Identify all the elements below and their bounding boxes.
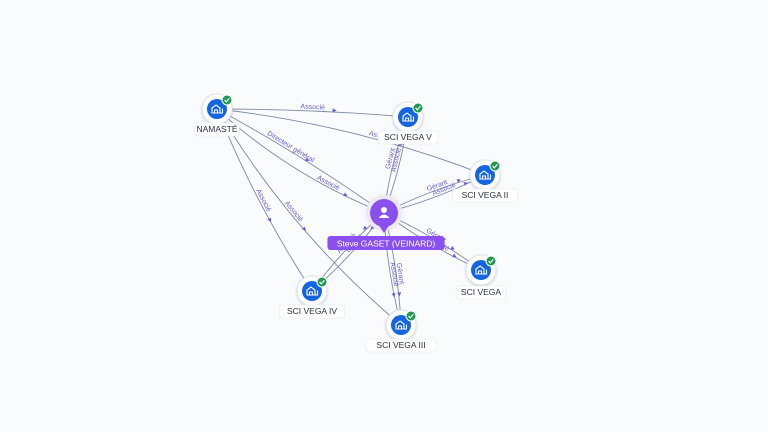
node-label-bg <box>455 285 507 300</box>
edge-arrow-icon <box>450 245 455 250</box>
company-node-vega2[interactable]: SCI VEGA II <box>452 159 518 203</box>
verified-check-icon <box>485 255 497 267</box>
node-fill <box>471 260 491 280</box>
edge-line <box>216 108 409 118</box>
person-node[interactable]: Steve GASET (VEINARD) <box>327 189 445 250</box>
node-label: SCI VEGA IV <box>287 306 337 316</box>
node-label-bg <box>194 122 240 137</box>
edge-arrow-icon <box>304 157 310 162</box>
person-label: Steve GASET (VEINARD) <box>337 239 436 249</box>
node-fill <box>302 281 322 301</box>
company-building-icon <box>395 320 408 330</box>
company-node-vega3[interactable]: SCI VEGA III <box>365 309 437 353</box>
edge-namaste-person[interactable]: Directeur général <box>216 108 385 214</box>
nodes-layer: NAMASTÉ SCI VEGA V SCI VEGA II SCI VEGA SCI … <box>194 93 518 353</box>
company-node-vega5[interactable]: SCI VEGA V <box>377 101 439 145</box>
edge-label: Associé <box>283 200 304 223</box>
verified-check-icon <box>221 94 233 106</box>
company-node-vega4[interactable]: SCI VEGA IV <box>279 275 345 319</box>
person-label-bg <box>327 236 445 250</box>
edge-arrow-icon <box>397 292 402 297</box>
company-building-icon <box>402 112 415 122</box>
edge-arrow-icon <box>463 182 468 186</box>
edge-label: Gérant <box>395 263 405 285</box>
edge-arrow-icon <box>332 108 337 113</box>
edge-line <box>216 108 385 214</box>
edge-line <box>216 108 402 326</box>
edges-layer: AssociéAssociéDirecteur généralAssociéAs… <box>216 103 486 326</box>
verified-check-icon <box>405 310 417 322</box>
node-label: SCI VEGA II <box>462 190 509 200</box>
verified-check-icon <box>316 276 328 288</box>
company-building-icon <box>211 104 224 114</box>
edge-label: Directeur général <box>266 130 316 164</box>
node-fill <box>207 99 227 119</box>
node-label-bg <box>365 338 437 353</box>
node-label: SCI VEGA III <box>376 340 425 350</box>
edge-arrow-icon <box>301 226 306 231</box>
verified-check-icon <box>412 102 424 114</box>
edge-arrow-icon <box>391 293 396 298</box>
edge-line <box>216 108 385 214</box>
node-label: SCI VEGA V <box>384 132 432 142</box>
person-icon <box>378 207 390 218</box>
company-node-namaste[interactable]: NAMASTÉ <box>194 93 240 137</box>
node-label-bg <box>377 130 439 145</box>
node-fill <box>475 165 495 185</box>
node-fill <box>398 107 418 127</box>
edge-namaste-person[interactable]: Associé <box>216 108 385 214</box>
edge-arrow-icon <box>452 253 457 258</box>
edge-label: Associé <box>388 262 399 287</box>
company-building-icon <box>475 265 488 275</box>
edge-arrow-icon <box>267 217 272 223</box>
verified-check-icon <box>489 160 501 172</box>
edge-arrow-icon <box>343 192 348 197</box>
company-building-icon <box>306 286 319 296</box>
node-label-bg <box>279 304 345 319</box>
edge-arrow-icon <box>456 179 462 183</box>
node-fill <box>391 315 411 335</box>
node-label: NAMASTÉ <box>196 124 237 134</box>
edge-label: Associé <box>300 103 325 111</box>
edge-namaste-vega5[interactable]: Associé <box>216 103 409 118</box>
node-label-bg <box>452 188 518 203</box>
edge-label: Associé <box>316 174 341 192</box>
company-building-icon <box>479 170 492 180</box>
company-node-vega[interactable]: SCI VEGA <box>455 254 507 300</box>
edge-label: Associé <box>254 188 272 213</box>
edge-line <box>216 108 486 176</box>
node-label: SCI VEGA <box>461 287 501 297</box>
